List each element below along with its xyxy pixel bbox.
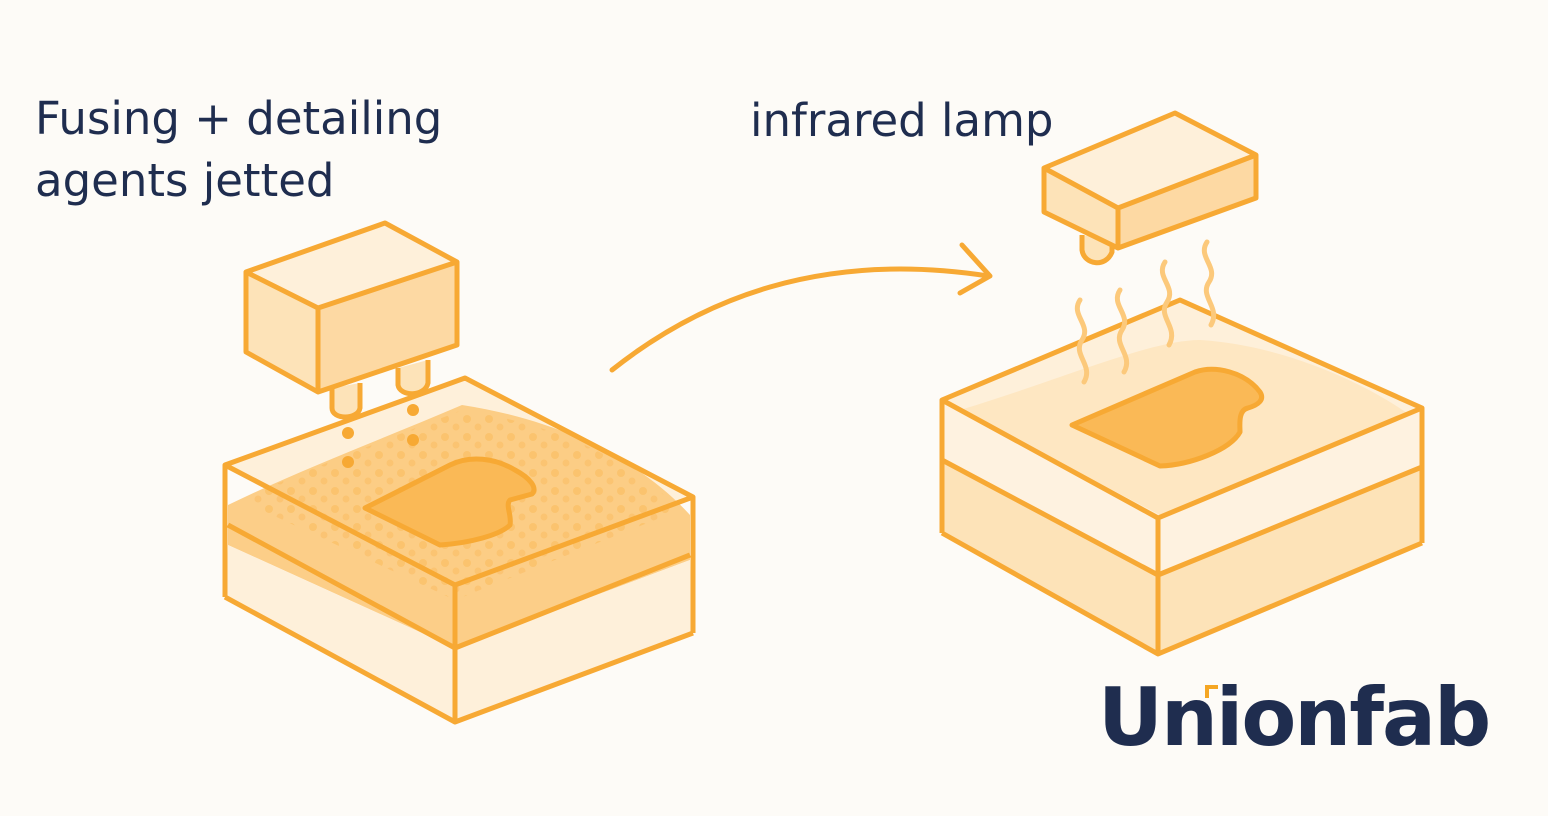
lamp-front	[1044, 168, 1118, 248]
lamp-side	[1118, 155, 1256, 248]
unionfab-logo: Unionfab	[1098, 668, 1491, 768]
step1-caption: Fusing + detailing agents jetted	[35, 88, 442, 212]
heat-waves	[1075, 239, 1216, 385]
printhead-left-side	[318, 262, 457, 392]
agent-droplets	[342, 404, 419, 468]
logo-accent-mark	[1205, 685, 1218, 698]
bed-right-lower-block	[942, 460, 1422, 654]
process-arrow	[609, 242, 993, 373]
bed-left-part	[362, 456, 537, 548]
step1-caption-line1: Fusing + detailing	[35, 92, 443, 145]
logo-wordmark: Unionfab	[1098, 671, 1491, 764]
printhead-left-top	[246, 223, 457, 308]
infrared-lamp	[1041, 110, 1259, 266]
bed-left-lower-block	[225, 545, 693, 722]
nozzle-left-2	[395, 360, 431, 397]
printhead-left	[243, 220, 460, 468]
step2-caption: infrared lamp	[750, 94, 1054, 147]
nozzle-left-1	[329, 383, 363, 420]
powder-bed-left	[222, 375, 696, 725]
lamp-top	[1044, 113, 1256, 208]
bed-right-part	[1069, 366, 1265, 469]
bed-right-upper-layer	[942, 400, 1422, 575]
step1-caption-line2: agents jetted	[35, 154, 335, 207]
powder-bed-right	[939, 297, 1425, 657]
